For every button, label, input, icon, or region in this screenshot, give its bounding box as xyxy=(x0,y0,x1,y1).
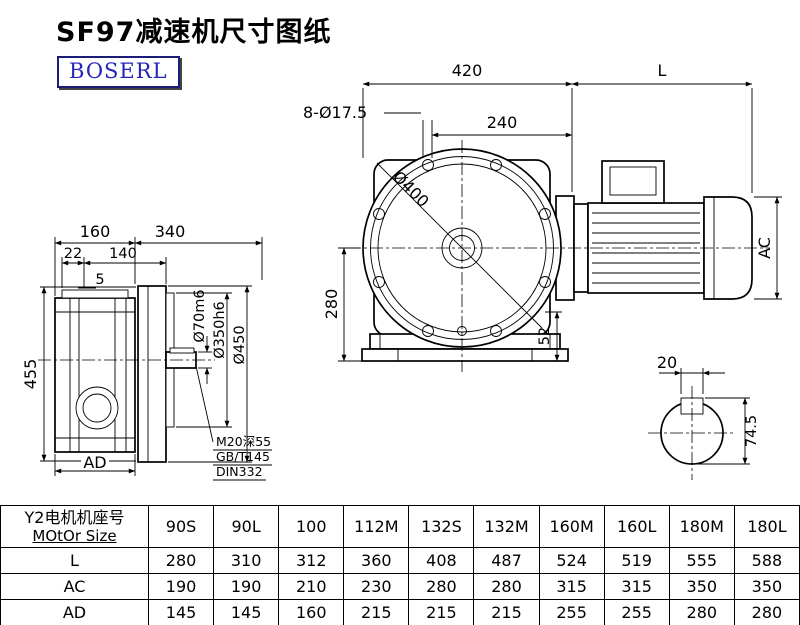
dim-motor-length: L xyxy=(658,61,667,80)
dim-cell: 350 xyxy=(733,573,800,600)
col-header: 132M xyxy=(473,505,540,548)
dim-cell: 360 xyxy=(343,547,410,574)
terminal-box xyxy=(601,160,665,204)
dim-160: 160 xyxy=(80,222,111,241)
col-header: 180M xyxy=(668,505,735,548)
dim-spigot-diameter: Ø350h6 xyxy=(212,301,228,359)
tap-note-line3: DIN332 xyxy=(216,464,263,479)
bolt-hole xyxy=(373,208,385,220)
dim-22: 22 xyxy=(64,246,82,262)
side-view: 455 160 340 22 140 5 Ø70m6 xyxy=(21,222,272,481)
mounting-flange xyxy=(137,285,167,463)
motor-size-table: Y2电机机座号 MOtOr Size 90S 90L 100 112M 132S… xyxy=(0,505,800,625)
dim-cell: 555 xyxy=(668,547,735,574)
dim-cell: 215 xyxy=(473,599,540,625)
dim-280: 280 xyxy=(322,289,341,320)
col-header: 112M xyxy=(343,505,410,548)
shaft-section-view: 20 74.5 xyxy=(648,353,760,480)
dim-cell: 312 xyxy=(278,547,345,574)
row-label: AD xyxy=(0,599,149,625)
dim-cell: 310 xyxy=(213,547,280,574)
col-header: 180L xyxy=(733,505,800,548)
dim-cell: 215 xyxy=(408,599,475,625)
tap-note-line1: M20深55 xyxy=(216,434,271,449)
dim-ad: AD xyxy=(83,453,106,472)
bolt-hole-note: 8-Ø17.5 xyxy=(303,103,367,122)
col-header: 90L xyxy=(213,505,280,548)
dim-cell: 145 xyxy=(213,599,280,625)
bolt-hole xyxy=(422,325,434,337)
dim-cell: 408 xyxy=(408,547,475,574)
dim-cell: 280 xyxy=(147,547,215,574)
col-header: 100 xyxy=(278,505,345,548)
dim-140: 140 xyxy=(109,246,137,262)
dim-5: 5 xyxy=(95,272,104,288)
table-row-L: L 280 310 312 360 408 487 524 519 555 58… xyxy=(0,547,800,574)
mounting-foot xyxy=(361,348,569,362)
dim-motor-ac: AC xyxy=(755,237,774,259)
dim-52: 52 xyxy=(537,327,553,345)
dim-cell: 160 xyxy=(278,599,345,625)
dim-cell: 519 xyxy=(603,547,670,574)
dim-cell: 280 xyxy=(408,573,475,600)
dim-cell: 524 xyxy=(538,547,605,574)
header-en: MOtOr Size xyxy=(32,526,117,545)
side-boss xyxy=(75,386,119,430)
dim-455: 455 xyxy=(21,359,40,390)
dim-cell: 190 xyxy=(213,573,280,600)
bolt-hole xyxy=(490,325,502,337)
dim-cell: 230 xyxy=(343,573,410,600)
dim-flange-od: Ø450 xyxy=(232,325,248,364)
header-cn: Y2电机机座号 xyxy=(24,507,125,527)
page-title: SF97减速机尺寸图纸 xyxy=(56,17,332,48)
front-view: Ø400 420 L 240 8-Ø17.5 280 xyxy=(303,61,782,372)
dim-340: 340 xyxy=(155,222,186,241)
dim-cell: 145 xyxy=(147,599,215,625)
dim-cell: 487 xyxy=(473,547,540,574)
col-header: 90S xyxy=(147,505,215,548)
col-header: 132S xyxy=(408,505,475,548)
col-header: 160M xyxy=(538,505,605,548)
bolt-hole xyxy=(539,208,551,220)
dim-cell: 215 xyxy=(343,599,410,625)
bolt-hole xyxy=(490,159,502,171)
dim-cell: 280 xyxy=(733,599,800,625)
bolt-hole xyxy=(422,159,434,171)
row-label: AC xyxy=(0,573,149,600)
dim-cell: 255 xyxy=(603,599,670,625)
col-header: 160L xyxy=(603,505,670,548)
dim-key-height: 74.5 xyxy=(744,415,760,447)
tap-note-line2: GB/T145 xyxy=(216,449,270,464)
table-header-row: Y2电机机座号 MOtOr Size 90S 90L 100 112M 132S… xyxy=(0,505,800,548)
dim-cell: 280 xyxy=(668,599,735,625)
dim-cell: 255 xyxy=(538,599,605,625)
boserl-logo: BOSERL xyxy=(57,56,180,88)
table-row-AC: AC 190 190 210 230 280 280 315 315 350 3… xyxy=(0,573,800,600)
dim-cell: 210 xyxy=(278,573,345,600)
bolt-hole xyxy=(539,276,551,288)
dim-shaft-diameter: Ø70m6 xyxy=(192,289,208,342)
bolt-hole xyxy=(373,276,385,288)
row-label: L xyxy=(0,547,149,574)
dim-cell: 315 xyxy=(603,573,670,600)
dim-key-width: 20 xyxy=(657,353,677,372)
dim-cell: 350 xyxy=(668,573,735,600)
dim-240: 240 xyxy=(487,113,518,132)
table-row-AD: AD 145 145 160 215 215 215 255 255 280 2… xyxy=(0,599,800,625)
dim-cell: 315 xyxy=(538,573,605,600)
motor-size-header-cell: Y2电机机座号 MOtOr Size xyxy=(0,505,149,548)
dim-420: 420 xyxy=(452,61,483,80)
dim-cell: 588 xyxy=(733,547,800,574)
technical-drawing: 455 160 340 22 140 5 Ø70m6 xyxy=(21,61,782,481)
dim-cell: 190 xyxy=(147,573,215,600)
dim-cell: 280 xyxy=(473,573,540,600)
